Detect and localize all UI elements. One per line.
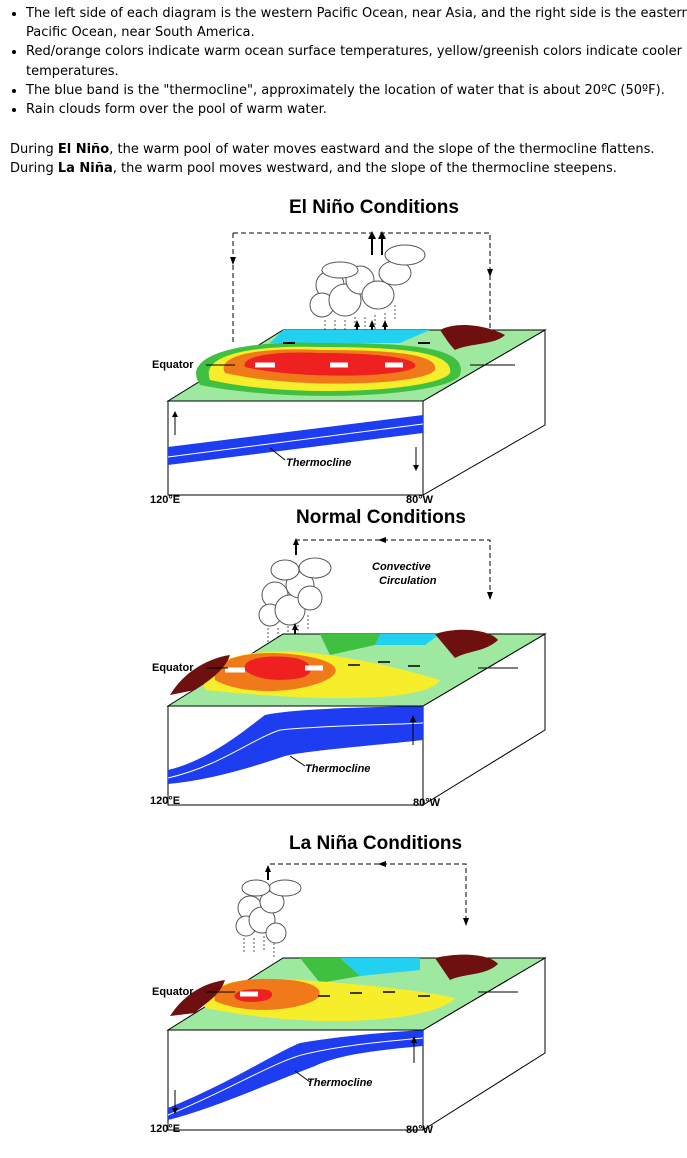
lanina-title: La Niña Conditions	[289, 833, 463, 854]
normal-left-longitude: 120°E	[150, 795, 181, 807]
rain-cloud-icon	[309, 244, 426, 318]
explanation-paragraph: During El Niño, the warm pool of water m…	[10, 140, 680, 178]
lanina-equator-label: Equator	[152, 986, 194, 998]
bullet-item: The blue band is the "thermocline", appr…	[26, 81, 687, 100]
elnino-title: El Niño Conditions	[289, 197, 459, 218]
elnino-diagram	[166, 231, 547, 496]
normal-title: Normal Conditions	[296, 507, 466, 528]
circulation-label-line2: Circulation	[379, 575, 437, 587]
elnino-thermocline-label: Thermocline	[286, 457, 352, 469]
intro-bullet-list: The left side of each diagram is the wes…	[6, 4, 687, 119]
rain-cloud-icon	[235, 879, 302, 944]
bullet-item: Red/orange colors indicate warm ocean su…	[26, 42, 687, 80]
rain-cloud-icon	[258, 557, 332, 627]
normal-right-longitude: 80°W	[413, 797, 441, 809]
elnino-left-longitude: 120°E	[150, 494, 181, 506]
lanina-sentence: During La Niña, the warm pool moves west…	[10, 161, 617, 177]
elnino-right-longitude: 80°W	[406, 494, 434, 506]
elnino-equator-label: Equator	[152, 359, 194, 371]
normal-equator-label: Equator	[152, 662, 194, 674]
normal-thermocline-label: Thermocline	[305, 763, 371, 775]
bullet-item: The left side of each diagram is the wes…	[26, 4, 687, 42]
normal-diagram	[166, 537, 547, 806]
bullet-item: Rain clouds form over the pool of warm w…	[26, 100, 687, 119]
elnino-sentence: During El Niño, the warm pool of water m…	[10, 142, 655, 157]
lanina-thermocline-label: Thermocline	[307, 1077, 373, 1089]
lanina-right-longitude: 80°W	[406, 1124, 434, 1136]
lanina-left-longitude: 120°E	[150, 1123, 181, 1135]
circulation-label-line1: Convective	[372, 561, 431, 573]
lanina-diagram	[166, 861, 547, 1131]
